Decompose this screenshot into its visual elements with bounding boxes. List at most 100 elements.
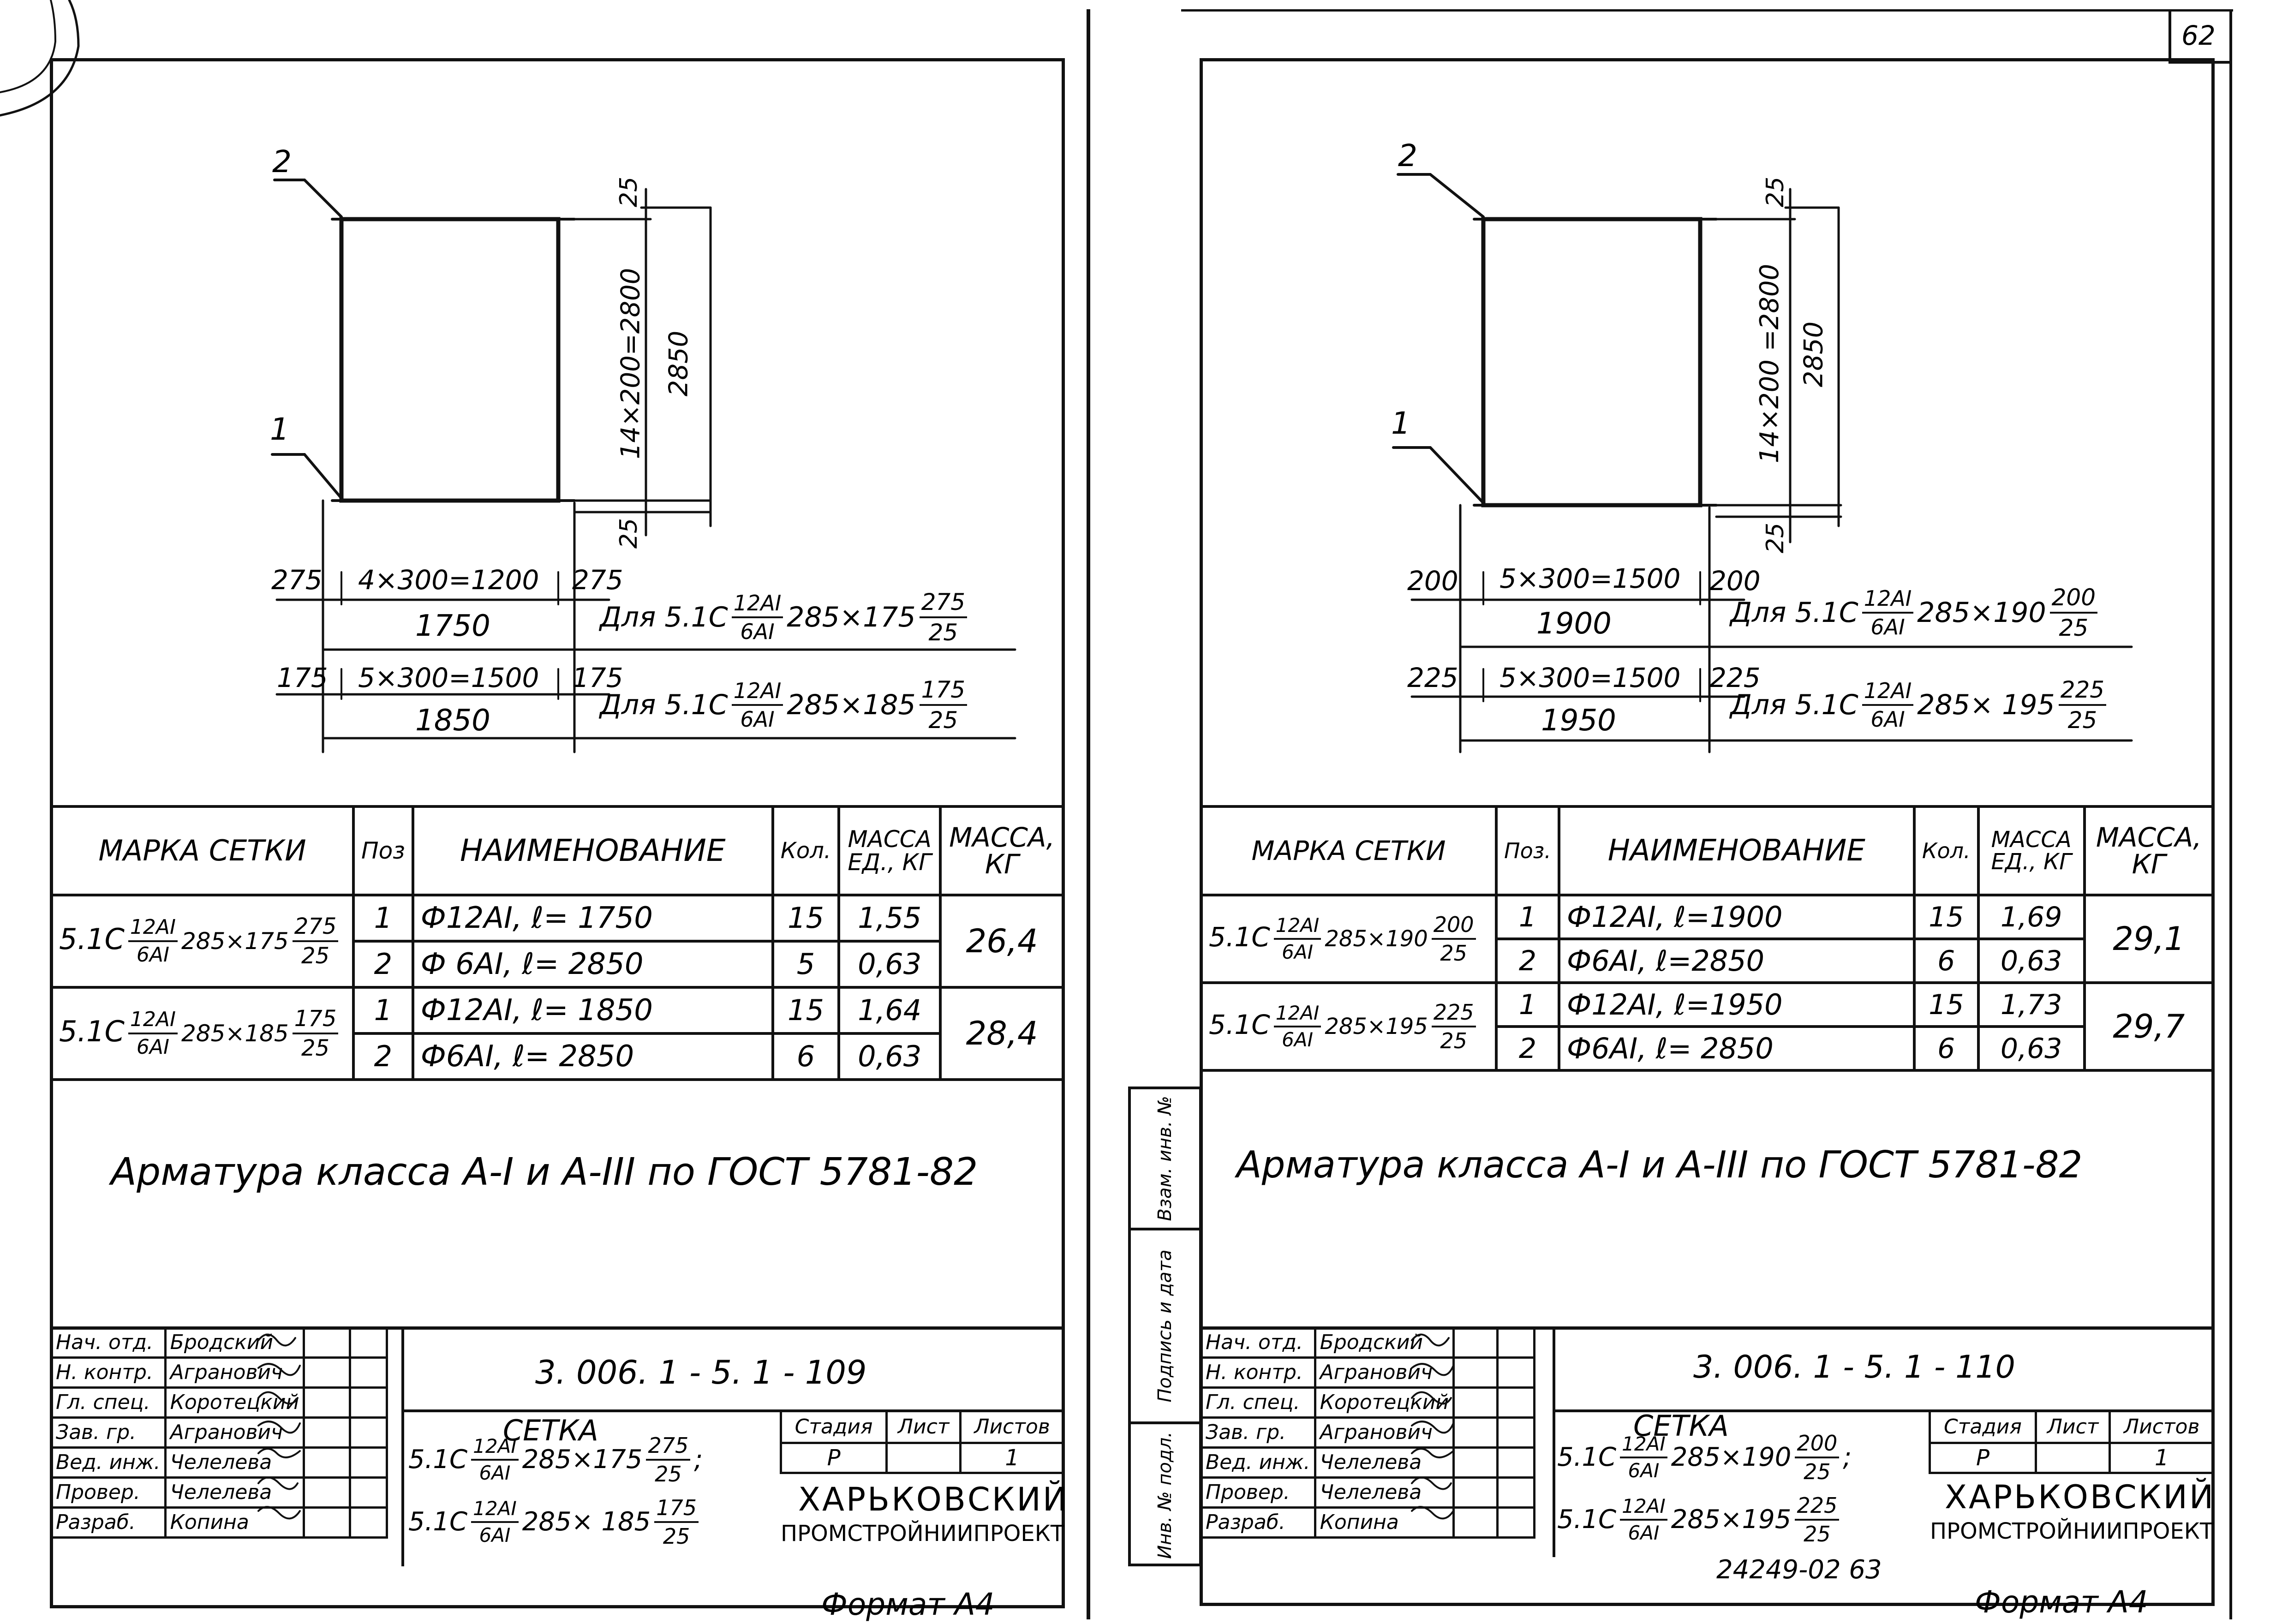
left-r1-qty2: 5 xyxy=(771,940,841,989)
right-doc-code: 3. 006. 1 - 5. 1 - 110 xyxy=(1693,1349,2015,1385)
archive-stamp-number: 24249-02 63 xyxy=(1716,1555,1882,1585)
left-mesh-outline xyxy=(339,217,561,503)
left-stage-table: Стадия Лист Листов Р 1 xyxy=(779,1409,1065,1474)
page-number: 62 xyxy=(2181,20,2216,51)
left-r1-pos2: 2 xyxy=(352,940,414,989)
right-r1-qty2: 6 xyxy=(1912,937,1980,984)
right-row1-spacing: 5×300=1500 xyxy=(1499,563,1681,594)
right-row1-total: 1900 xyxy=(1536,607,1612,641)
right-hdr-mass-unit: МАССА ЕД., КГ xyxy=(1977,805,2086,896)
right-r1-mass2: 0,63 xyxy=(1977,937,2086,984)
left-row1-spacing: 4×300=1200 xyxy=(358,564,539,596)
left-r2-qty2: 6 xyxy=(771,1032,841,1081)
right-format: Формат А4 xyxy=(1975,1584,2148,1620)
left-r1-mass-total: 26,4 xyxy=(939,894,1065,989)
left-row1-total: 1750 xyxy=(415,609,490,643)
right-hdr-mark: МАРКА СЕТКИ xyxy=(1200,805,1498,896)
right-r2-qty1: 15 xyxy=(1912,981,1980,1028)
page-number-box: 62 xyxy=(2169,10,2231,64)
left-hdr-qty: Кол. xyxy=(771,805,841,896)
left-r2-mass1: 1,64 xyxy=(837,986,942,1035)
left-row2-total: 1850 xyxy=(415,704,490,738)
right-r2-qty2: 6 xyxy=(1912,1025,1980,1072)
right-spec-table: МАРКА СЕТКИ Поз. НАИМЕНОВАНИЕ Кол. МАССА… xyxy=(1200,805,2215,1072)
left-r1-qty1: 15 xyxy=(771,894,841,943)
left-hdr-mass-unit: МАССА ЕД., КГ xyxy=(837,805,942,896)
left-note: Арматура класса А-I и А-III по ГОСТ 5781… xyxy=(111,1150,978,1194)
right-note: Арматура класса А-I и А-III по ГОСТ 5781… xyxy=(1237,1143,2083,1186)
right-pos-label-2: 2 xyxy=(1398,138,1417,173)
right-hdr-qty: Кол. xyxy=(1912,805,1980,896)
right-r2-mass2: 0,63 xyxy=(1977,1025,2086,1072)
left-r2-mass-total: 28,4 xyxy=(939,986,1065,1081)
right-mesh-outline xyxy=(1481,217,1703,508)
right-r2-mass-total: 29,7 xyxy=(2083,981,2215,1072)
right-leader-1 xyxy=(1392,446,1485,504)
right-tb-title: СЕТКА xyxy=(1633,1409,1729,1443)
left-tb-title: СЕТКА xyxy=(503,1414,598,1447)
left-title-block xyxy=(50,1326,1065,1570)
right-row1-right: 200 xyxy=(1709,565,1761,597)
left-org2: ПРОМСТРОЙНИИПРОЕКТ xyxy=(781,1521,1064,1546)
left-doc-code: 3. 006. 1 - 5. 1 - 109 xyxy=(535,1354,867,1391)
left-row2-left: 175 xyxy=(277,662,328,693)
left-r1-pos1: 1 xyxy=(352,894,414,943)
right-pos-label-1: 1 xyxy=(1391,406,1410,441)
left-row2-right: 175 xyxy=(572,662,623,693)
left-hdr-name: НАИМЕНОВАНИЕ xyxy=(411,805,774,896)
left-hdr-mass-total: МАССА, КГ xyxy=(939,805,1065,896)
center-fold-line xyxy=(1087,9,1090,1619)
left-r1-mass2: 0,63 xyxy=(837,940,942,989)
left-leader-2 xyxy=(273,179,343,218)
left-spec-table: МАРКА СЕТКИ Поз НАИМЕНОВАНИЕ Кол. МАССА … xyxy=(50,805,1065,1081)
right-title-block xyxy=(1200,1326,2215,1560)
left-r2-qty1: 15 xyxy=(771,986,841,1035)
left-pos-label-2: 2 xyxy=(272,144,292,179)
right-leader-2 xyxy=(1397,173,1485,218)
right-r2-name1: Ф12АI, ℓ=1950 xyxy=(1557,981,1916,1028)
top-edge-line xyxy=(1181,9,2233,12)
left-r2-pos1: 1 xyxy=(352,986,414,1035)
left-r2-name2: Ф6АI, ℓ= 2850 xyxy=(411,1032,774,1081)
left-hdr-mark: МАРКА СЕТКИ xyxy=(50,805,355,896)
right-row1-left: 200 xyxy=(1407,565,1458,597)
left-row1-right: 275 xyxy=(572,564,623,596)
right-r1-name1: Ф12АI, ℓ=1900 xyxy=(1557,894,1916,940)
right-hdr-pos: Поз. xyxy=(1495,805,1560,896)
right-r1-pos2: 2 xyxy=(1495,937,1560,984)
right-r1-qty1: 15 xyxy=(1912,894,1980,940)
right-r2-name2: Ф6АI, ℓ= 2850 xyxy=(1557,1025,1916,1072)
left-pos-label-1: 1 xyxy=(270,412,289,447)
right-row2-left: 225 xyxy=(1407,662,1458,693)
left-row1-left: 275 xyxy=(271,564,323,596)
right-row2-right: 225 xyxy=(1709,662,1761,693)
left-leader-1 xyxy=(271,453,343,500)
right-r1-mass1: 1,69 xyxy=(1977,894,2086,940)
left-org1: ХАРЬКОВСКИЙ xyxy=(798,1481,1069,1518)
right-signatures-table: Нач. отд.Бродский Н. контр.Агранович Гл.… xyxy=(1200,1326,1536,1539)
right-org2: ПРОМСТРОЙНИИПРОЕКТ xyxy=(1930,1518,2214,1544)
left-hdr-pos: Поз xyxy=(352,805,414,896)
right-org1: ХАРЬКОВСКИЙ xyxy=(1945,1478,2216,1516)
left-r1-name2: Ф 6АI, ℓ= 2850 xyxy=(411,940,774,989)
right-hdr-name: НАИМЕНОВАНИЕ xyxy=(1557,805,1916,896)
left-r1-mass1: 1,55 xyxy=(837,894,942,943)
right-r1-mass-total: 29,1 xyxy=(2083,894,2215,984)
right-r1-pos1: 1 xyxy=(1495,894,1560,940)
right-row2-total: 1950 xyxy=(1541,704,1616,738)
right-r2-pos1: 1 xyxy=(1495,981,1560,1028)
left-r1-name1: Ф12АI, ℓ= 1750 xyxy=(411,894,774,943)
